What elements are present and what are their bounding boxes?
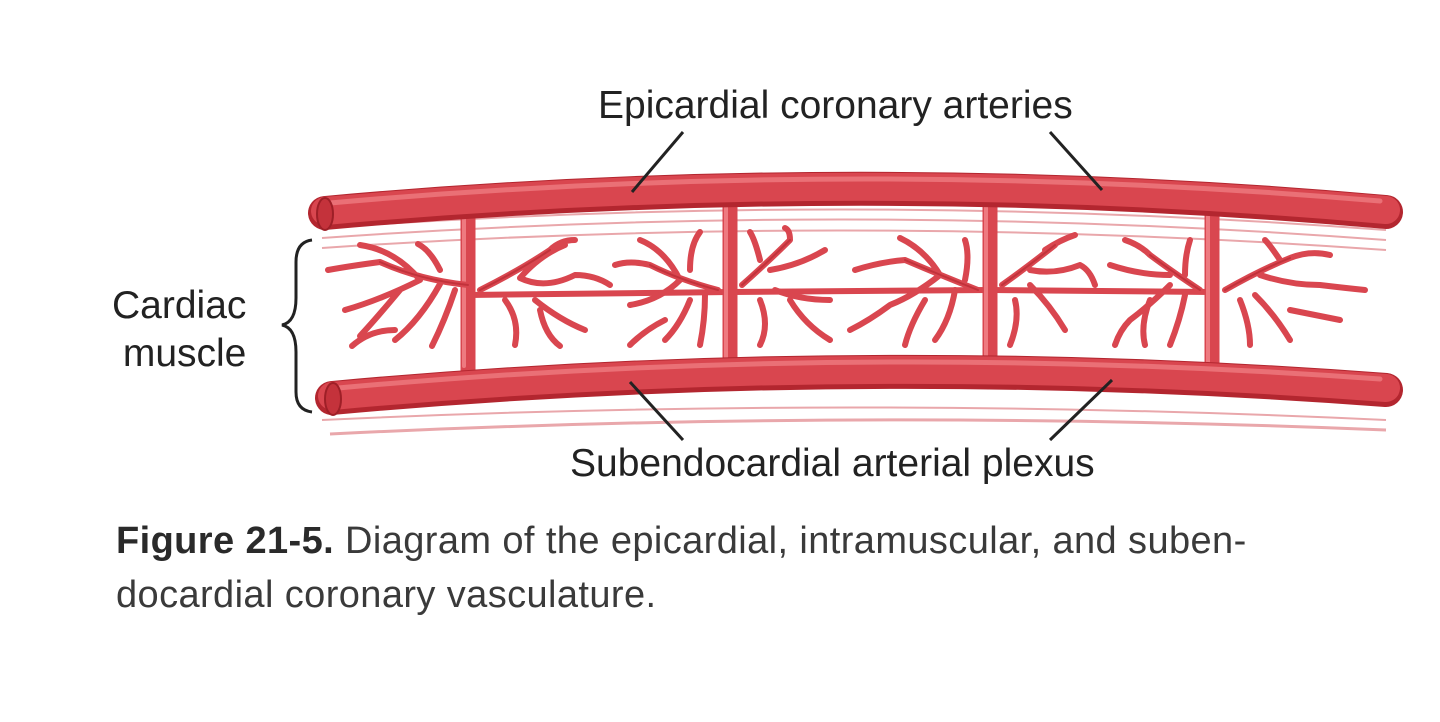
leader-subendocardial-left: [628, 380, 685, 442]
caption-line2: docardial coronary vasculature.: [116, 574, 657, 616]
leader-epicardial-left: [630, 131, 685, 193]
subendocardial-plexus: [315, 354, 1403, 416]
subendocardial-label: Subendocardial arterial plexus: [570, 442, 1095, 485]
cardiac-label-line2: muscle: [122, 332, 247, 375]
epicardial-artery: [308, 171, 1403, 231]
figure-caption: Figure 21-5. Diagram of the epicardial, …: [116, 514, 1386, 622]
branch-highlights: [379, 239, 1291, 291]
cardiac-label-line1: Cardiac: [112, 284, 247, 327]
intramuscular-highlights: [462, 200, 1210, 368]
figure-number: Figure 21-5.: [116, 520, 335, 562]
caption-line1: Diagram of the epicardial, intramuscular…: [334, 520, 1247, 562]
leader-lines: [628, 130, 1114, 442]
epicardial-label: Epicardial coronary arteries: [598, 84, 1073, 127]
cardiac-muscle-label: Cardiac muscle: [112, 282, 246, 378]
leader-epicardial-right: [1048, 130, 1104, 192]
cardiac-muscle-striations: [321, 208, 1387, 436]
cardiac-muscle-brace: [281, 238, 313, 414]
leader-subendocardial-right: [1048, 378, 1114, 442]
